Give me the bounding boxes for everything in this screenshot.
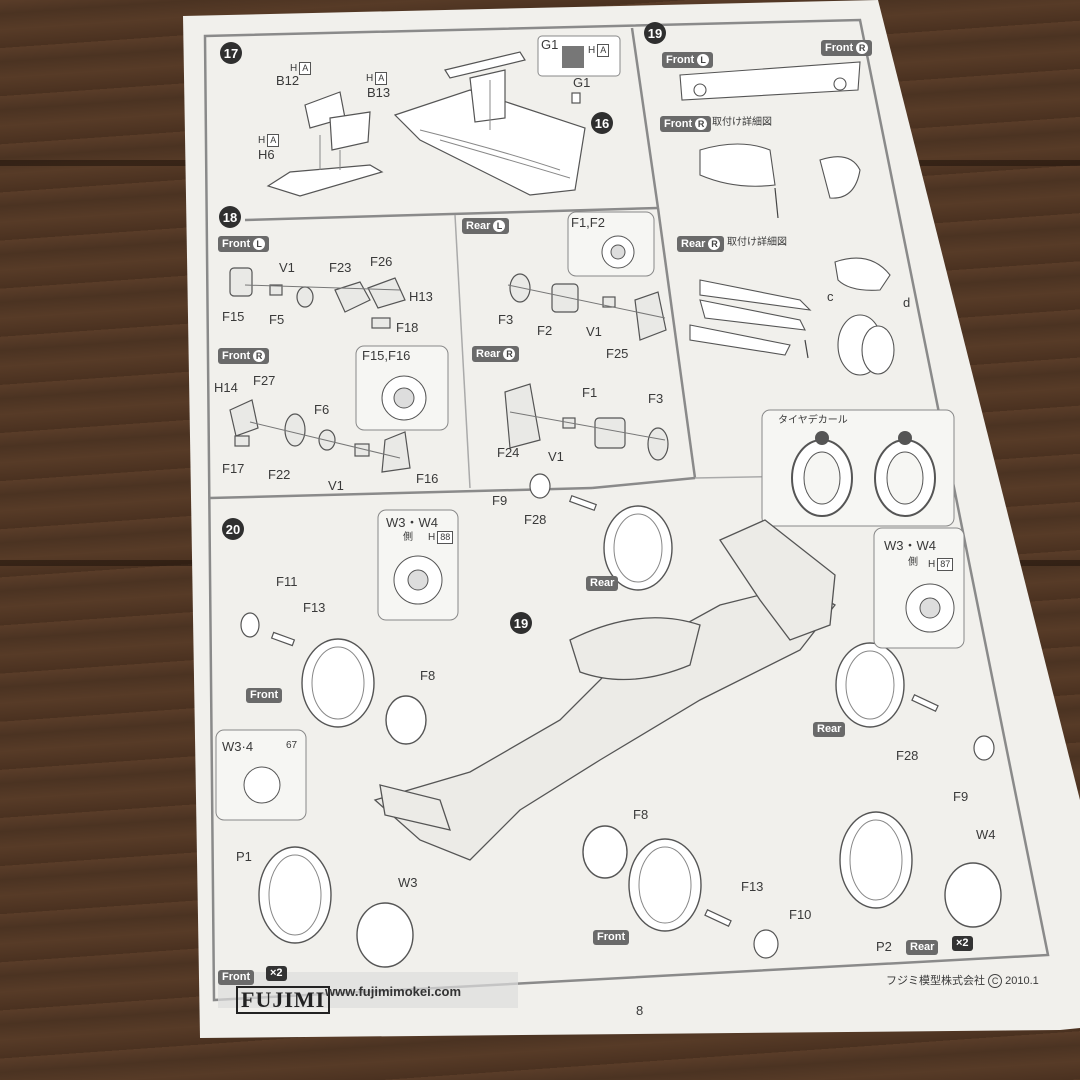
part-label: P2: [876, 939, 892, 954]
part-label: H14: [214, 380, 238, 395]
part-label: F2: [537, 323, 553, 338]
part-label: G1: [541, 37, 559, 52]
part-label: F23: [329, 260, 352, 275]
part-label: B12: [276, 73, 300, 88]
rear-tag: Rear: [906, 940, 939, 955]
copyright: フジミ模型株式会社 C 2010.1: [886, 974, 1039, 988]
front-tag: Front: [246, 688, 283, 703]
part-label: F11: [276, 574, 298, 589]
decal-number: 67: [286, 740, 298, 751]
front-tag: Front: [218, 970, 255, 985]
w34-left-side: 側: [908, 557, 918, 568]
part-label: F15: [222, 309, 245, 324]
step-19-reference: 19: [510, 612, 532, 634]
part-label: F6: [314, 402, 330, 417]
part-label: P1: [236, 849, 252, 864]
part-label: F25: [606, 346, 629, 361]
w34-right-title: W3・W4: [386, 515, 439, 530]
detail-box-label: F1,F2: [571, 215, 605, 230]
part-label: V1: [328, 478, 344, 493]
part-label: F1: [582, 385, 598, 400]
part-label: F13: [303, 600, 326, 615]
part-label: F8: [633, 807, 649, 822]
part-label: F5: [269, 312, 285, 327]
part-label: V1: [548, 449, 564, 464]
part-label: F3: [648, 391, 664, 406]
detail-caption: 取付け詳細図: [712, 117, 772, 128]
part-label: F3: [498, 312, 514, 327]
part-label: F8: [420, 668, 436, 683]
front-tag: Front: [593, 930, 630, 945]
step-16-reference: 16: [591, 112, 613, 134]
rear-tag: Rear: [813, 722, 846, 737]
fujimi-logo: FUJIMI: [236, 986, 331, 1014]
part-label: F28: [896, 748, 919, 763]
w34-star-title: W3·4: [222, 739, 254, 754]
step-17-number: 17: [220, 42, 242, 64]
tire-decal-title: タイヤデカール: [778, 415, 848, 426]
part-label: F10: [789, 907, 812, 922]
w34-left-title: W3・W4: [884, 538, 937, 553]
part-label: F28: [524, 512, 547, 527]
rear-tag: Rear: [586, 576, 619, 591]
w34-right-side: 側: [403, 532, 413, 543]
part-label: F18: [396, 320, 419, 335]
multiplier-badge: ×2: [266, 966, 287, 981]
part-label: F27: [253, 373, 276, 388]
part-label: F26: [370, 254, 393, 269]
part-label: G1: [573, 75, 591, 90]
part-label: W4: [976, 827, 996, 842]
point-d: d: [903, 295, 911, 310]
part-label: F16: [416, 471, 439, 486]
step-20-number: 20: [222, 518, 244, 540]
part-label: W3: [398, 875, 418, 890]
part-label: B13: [367, 85, 391, 100]
part-label: F17: [222, 461, 245, 476]
part-label: F9: [492, 493, 508, 508]
step-18-number: 18: [219, 206, 241, 228]
part-label: V1: [279, 260, 295, 275]
point-c: c: [827, 289, 834, 304]
part-label: H6: [258, 147, 275, 162]
part-label: F13: [741, 879, 764, 894]
part-label: V1: [586, 324, 602, 339]
website-url: www.fujimimokei.com: [325, 984, 462, 999]
part-label: H13: [409, 289, 433, 304]
multiplier-badge: ×2: [952, 936, 973, 951]
part-label: F22: [268, 467, 291, 482]
detail-box-label: F15,F16: [362, 348, 411, 363]
step-19-number: 19: [644, 22, 666, 44]
part-label: F9: [953, 789, 969, 804]
detail-caption: 取付け詳細図: [727, 237, 787, 248]
page-number: 8: [636, 1003, 644, 1018]
part-label: F24: [497, 445, 520, 460]
